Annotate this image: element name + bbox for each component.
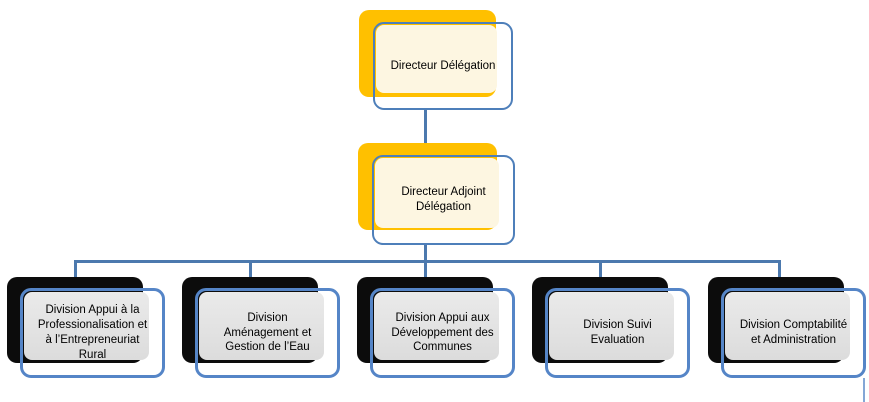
connector-drop-division-1 — [73, 260, 77, 278]
node-label: Directeur Délégation — [390, 59, 496, 72]
node-division-amenagement-eau[interactable]: Division Aménagement et Gestion de l’Eau — [182, 277, 340, 378]
connector-director-to-deputy — [424, 108, 427, 158]
node-label: Division Appui à la Professionalisation … — [37, 304, 148, 361]
connector-drop-division-4 — [598, 260, 602, 278]
node-deputy-director[interactable]: Directeur Adjoint Délégation — [358, 143, 518, 247]
node-frame: Division Appui à la Professionalisation … — [20, 288, 165, 378]
node-division-developpement-communes[interactable]: Division Appui aux Développement des Com… — [357, 277, 515, 378]
node-fill — [24, 292, 149, 360]
connector-clipped-bottom-right — [863, 378, 865, 402]
node-frame: Directeur Adjoint Délégation — [372, 155, 515, 245]
node-fill — [375, 158, 499, 228]
connector-drop-division-3 — [424, 260, 427, 278]
node-label: Division Aménagement et Gestion de l’Eau — [223, 311, 312, 354]
node-label: Directeur Adjoint Délégation — [401, 186, 486, 213]
node-frame: Division Suivi Evaluation — [545, 288, 690, 378]
node-label: Division Appui aux Développement des Com… — [391, 311, 494, 354]
node-fill — [549, 292, 674, 360]
node-frame: Division Aménagement et Gestion de l’Eau — [195, 288, 340, 378]
node-fill — [725, 292, 850, 360]
node-label: Division Suivi Evaluation — [583, 319, 652, 346]
node-frame: Division Comptabilité et Administration — [721, 288, 866, 378]
node-division-comptabilite-administration[interactable]: Division Comptabilité et Administration — [708, 277, 866, 378]
connector-drop-division-5 — [778, 260, 781, 278]
connector-deputy-stem — [424, 243, 427, 262]
node-label: Division Comptabilité et Administration — [739, 319, 848, 346]
node-fill — [199, 292, 324, 360]
node-frame: Division Appui aux Développement des Com… — [370, 288, 515, 378]
node-fill — [376, 25, 497, 93]
connector-tree-horizontal — [74, 260, 781, 263]
node-division-professionalisation[interactable]: Division Appui à la Professionalisation … — [7, 277, 165, 378]
node-division-suivi-evaluation[interactable]: Division Suivi Evaluation — [532, 277, 690, 378]
node-frame: Directeur Délégation — [373, 22, 513, 110]
node-fill — [374, 292, 499, 360]
node-director-delegation[interactable]: Directeur Délégation — [359, 10, 515, 112]
connector-drop-division-2 — [248, 260, 252, 278]
